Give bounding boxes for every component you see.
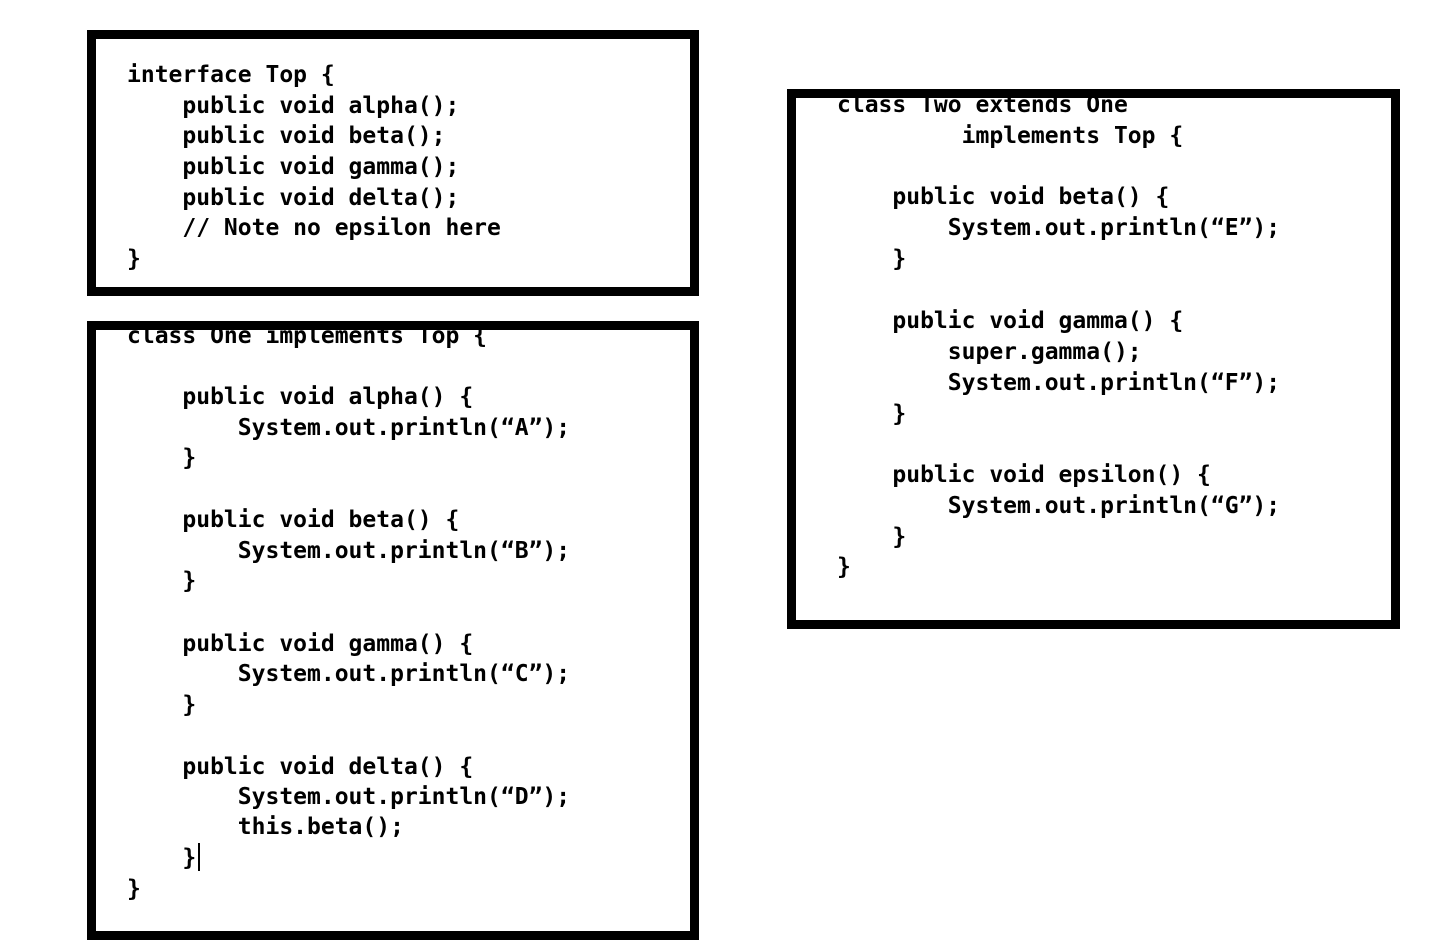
code-line: public void beta() {	[127, 507, 460, 533]
code-line: System.out.println(“G”);	[837, 493, 1281, 519]
code-line: public void gamma();	[127, 154, 460, 180]
code-line: }	[837, 524, 907, 550]
code-line: public void alpha();	[127, 93, 460, 119]
code-line: public void gamma() {	[837, 308, 1184, 334]
code-line: System.out.println(“F”);	[837, 370, 1281, 396]
interface-top-code: interface Top { public void alpha(); pub…	[127, 60, 501, 272]
code-line: interface Top {	[127, 62, 335, 88]
class-two-box	[787, 89, 1400, 629]
code-line: class Two extends One	[837, 92, 1128, 118]
code-line: public void gamma() {	[127, 631, 474, 657]
code-line: // Note no epsilon here	[127, 215, 501, 241]
code-line: System.out.println(“E”);	[837, 215, 1281, 241]
class-one-box	[87, 321, 699, 940]
interface-top-box	[87, 30, 699, 296]
code-line: }	[837, 246, 907, 272]
text-cursor-icon	[198, 843, 201, 871]
code-line: }	[127, 246, 141, 272]
code-line: super.gamma();	[837, 339, 1142, 365]
code-line: public void alpha() {	[127, 384, 474, 410]
code-line: }	[127, 843, 201, 874]
code-line: System.out.println(“A”);	[127, 415, 571, 441]
code-line: }	[127, 692, 197, 718]
code-line: }	[127, 568, 197, 594]
code-line: System.out.println(“D”);	[127, 784, 571, 810]
code-line: public void beta();	[127, 123, 446, 149]
code-text: }	[127, 845, 197, 871]
code-line: }	[837, 401, 907, 427]
code-line: class One implements Top {	[127, 323, 488, 349]
code-line: System.out.println(“C”);	[127, 661, 571, 687]
code-line: public void epsilon() {	[837, 462, 1211, 488]
code-line: public void delta() {	[127, 754, 474, 780]
class-two-code: class Two extends One implements Top { p…	[837, 90, 1280, 580]
code-line: System.out.println(“B”);	[127, 538, 571, 564]
class-one-code: class One implements Top { public void a…	[127, 321, 570, 902]
code-line: }	[127, 876, 141, 902]
code-line: }	[127, 445, 197, 471]
code-line: public void delta();	[127, 185, 460, 211]
code-line: }	[837, 554, 851, 580]
code-line: public void beta() {	[837, 184, 1170, 210]
code-line: this.beta();	[127, 814, 404, 840]
code-line: implements Top {	[837, 123, 1184, 149]
